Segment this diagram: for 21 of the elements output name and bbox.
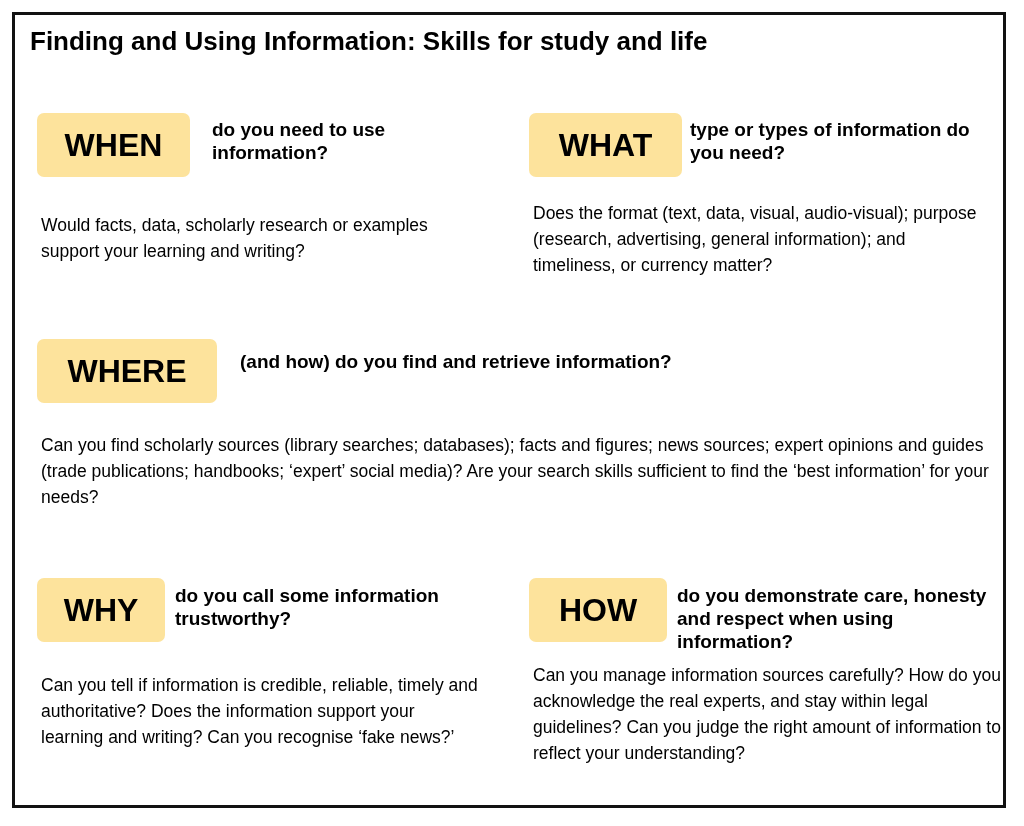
title: Finding and Using Information: Skills for study and life bbox=[30, 26, 708, 57]
question-text: type or types of information do you need? bbox=[690, 118, 971, 164]
heading-word: HOW bbox=[558, 591, 638, 629]
heading-word: WHEN bbox=[64, 126, 163, 164]
question-text: (and how) do you find and retrieve information? bbox=[240, 350, 673, 373]
heading-tag bbox=[529, 578, 667, 642]
heading-tag bbox=[37, 113, 190, 177]
heading-word: WHY bbox=[63, 591, 139, 629]
body-text: Can you find scholarly sources (library searches; databases); facts and figures; news sources; expert opinions and guides (trade publications; handbooks; ‘expert’ social media)? Are your search skills sufficient to find the ‘best information’ for your needs? bbox=[41, 434, 990, 509]
body-text: Can you manage information sources carefully? How do you acknowledge the real experts, and stay within legal guidelines? Can you judge the right amount of information to reflect your understanding? bbox=[533, 664, 1002, 765]
body-text: Does the format (text, data, visual, audio-visual); purpose (research, advertising, general information); and timeliness, or currency matter? bbox=[533, 202, 978, 277]
question-text: do you call some information trustworthy? bbox=[175, 584, 440, 630]
question-text: do you need to use information? bbox=[212, 118, 387, 164]
heading-word: WHERE bbox=[67, 352, 187, 390]
heading-tag bbox=[37, 578, 165, 642]
question-text: do you demonstrate care, honesty and respect when using information? bbox=[677, 584, 988, 653]
heading-word: WHAT bbox=[558, 126, 653, 164]
body-text: Can you tell if information is credible, reliable, timely and authoritative? Does the information support your learning and writing? Can you recognise ‘fake news?’ bbox=[41, 674, 479, 749]
body-text: Would facts, data, scholarly research or examples support your learning and writing? bbox=[41, 214, 429, 263]
heading-tag bbox=[37, 339, 217, 403]
heading-tag bbox=[529, 113, 682, 177]
